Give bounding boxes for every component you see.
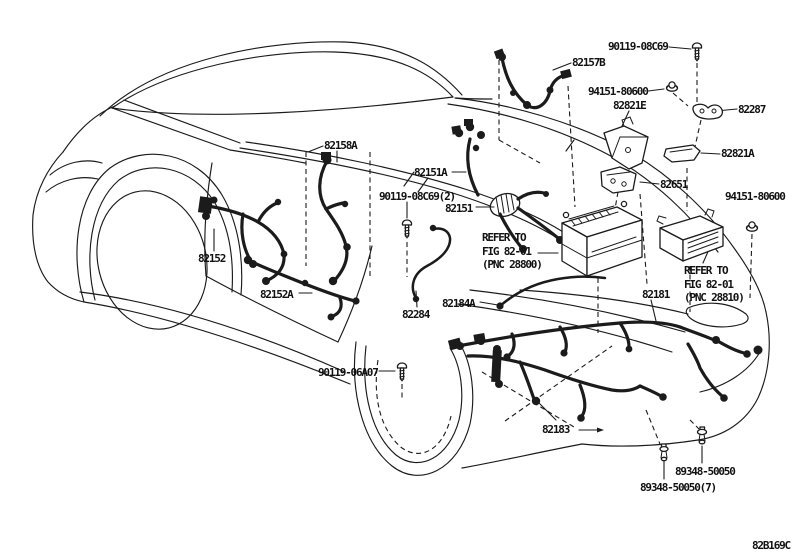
part-label-82184A: 82184A (442, 297, 476, 310)
harness-82151-drawing (451, 119, 564, 253)
part-label-82152: 82152 (198, 252, 226, 265)
wire-82284-drawing (411, 224, 452, 303)
part-label-82157B: 82157B (572, 56, 606, 69)
part-label-89348-50050-7: 89348-50050(7) (640, 481, 717, 494)
clip-82287-illustration (692, 103, 724, 120)
bolt-icon-top (691, 42, 703, 62)
part-label-82151A: 82151A (414, 166, 448, 179)
nut-icon-top (665, 81, 679, 92)
ecu-refer-note-line1: REFER TO (684, 264, 729, 277)
part-label-82284: 82284 (402, 308, 430, 321)
part-label-90119-08C69-2: 90119-08C69(2) (379, 190, 456, 203)
harness-82158a-drawing (318, 152, 351, 286)
diagram-code: 82B169C (752, 539, 791, 552)
part-label-82287: 82287 (738, 103, 766, 116)
battery-refer-note-line3: (PNC 28800) (482, 258, 543, 271)
part-label-82151: 82151 (445, 202, 473, 215)
battery-illustration (561, 200, 643, 277)
part-label-82152A: 82152A (260, 288, 294, 301)
part-label-90119-08C69: 90119-08C69 (608, 40, 669, 53)
harness-82183-floor-drawing (466, 333, 667, 422)
part-label-82158A: 82158A (324, 139, 358, 152)
harness-82184a-drawing (496, 275, 607, 310)
part-label-82821A: 82821A (721, 147, 755, 160)
part-label-90119-06A07: 90119-06A07 (318, 366, 379, 379)
harness-82181-floor-drawing (447, 320, 763, 402)
harness-82157b-drawing (493, 48, 572, 110)
bracket-82821e-illustration (603, 116, 649, 170)
harness-82152a-drawing (243, 255, 360, 321)
battery-refer-note-line2: FIG 82-01 (482, 244, 532, 258)
battery-refer-note-line1: REFER TO (482, 231, 527, 244)
label-leader-lines (213, 46, 738, 480)
part-label-82821E: 82821E (613, 99, 647, 112)
clip-icon-rear-2 (659, 443, 669, 462)
part-label-82651: 82651 (660, 178, 688, 191)
clip-icon-rear-1 (696, 426, 708, 445)
ecu-illustration (656, 208, 724, 262)
part-label-89348-50050: 89348-50050 (675, 465, 736, 478)
part-label-82183: 82183 (542, 423, 570, 436)
bracket-82821a-illustration (663, 144, 701, 163)
nut-icon-right (745, 221, 759, 232)
ecu-refer-note: REFER TO FIG 82-01 (PNC 28810) (684, 264, 745, 305)
ecu-refer-note-line3: (PNC 28810) (684, 291, 745, 304)
car-body-outline (32, 41, 770, 476)
part-label-94151-80600-right: 94151-80600 (725, 190, 786, 203)
part-label-94151-80600-top: 94151-80600 (588, 85, 649, 98)
ecu-refer-note-line2: FIG 82-01 (684, 277, 734, 291)
bolt-icon-cowl (401, 219, 413, 239)
part-label-82181: 82181 (642, 288, 670, 301)
bolt-icon-rear (396, 362, 408, 382)
battery-refer-note: REFER TO FIG 82-01 (PNC 28800) (482, 231, 543, 272)
bracket-82651-illustration (600, 166, 637, 194)
